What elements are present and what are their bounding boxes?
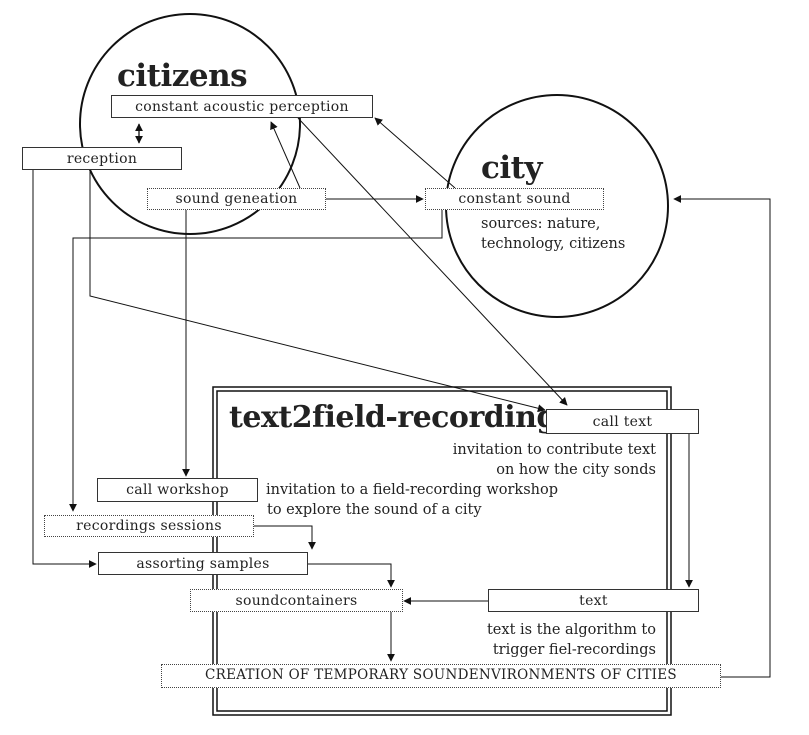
assorting-samples-box: assorting samples bbox=[98, 552, 308, 575]
project-frame-outer bbox=[212, 386, 672, 716]
city-sources-note: sources: nature, technology, citizens bbox=[481, 214, 625, 254]
generation-to-perception-arrow bbox=[270, 121, 301, 189]
creation-to-city-arrow bbox=[673, 195, 771, 678]
constant-sound-box: constant sound bbox=[425, 188, 604, 210]
text-note: text is the algorithm to trigger fiel-re… bbox=[487, 620, 656, 660]
workshop-note: invitation to a field-recording workshop… bbox=[266, 480, 558, 520]
city-title: city bbox=[481, 150, 542, 186]
call-workshop-box: call workshop bbox=[97, 478, 258, 502]
reception-to-assorting-arrow bbox=[32, 170, 97, 568]
text-box: text bbox=[488, 589, 699, 612]
soundcontainers-box: soundcontainers bbox=[190, 589, 403, 612]
call-text-note-line-2: on how the city sonds bbox=[496, 462, 656, 478]
sound-to-perception-arrow bbox=[374, 117, 456, 189]
creation-box: CREATION OF TEMPORARY SOUNDENVIRONMENTS … bbox=[161, 664, 721, 688]
workshop-note-line-2: to explore the sound of a city bbox=[267, 502, 482, 518]
recordings-sessions-box: recordings sessions bbox=[44, 515, 254, 537]
text-note-line-1: text is the algorithm to bbox=[486, 622, 656, 638]
reception-to-calltext-arrow bbox=[89, 170, 546, 413]
project-title: text2field-recordings bbox=[229, 400, 574, 435]
sound-geneation-box: sound geneation bbox=[147, 188, 326, 210]
reception-box: reception bbox=[22, 147, 182, 170]
perception-to-calltext-arrow bbox=[297, 117, 568, 406]
city-sources-line-2: technology, citizens bbox=[481, 236, 626, 252]
citizens-title: citizens bbox=[117, 58, 248, 94]
assorting-to-containers-arrow bbox=[308, 563, 395, 588]
constant-acoustic-perception-box: constant acoustic perception bbox=[111, 95, 373, 118]
sound-to-recordings-arrow bbox=[69, 210, 443, 512]
call-text-note-line-1: invitation to contribute text bbox=[452, 442, 656, 458]
citizens-circle bbox=[79, 13, 301, 235]
call-text-box: call text bbox=[546, 409, 699, 434]
project-frame-inner bbox=[216, 390, 668, 712]
workshop-note-line-1: invitation to a field-recording workshop bbox=[266, 482, 559, 498]
text-note-line-2: trigger fiel-recordings bbox=[492, 642, 656, 658]
recordings-to-assorting-arrow bbox=[254, 525, 316, 550]
call-text-note: invitation to contribute text on how the… bbox=[453, 440, 656, 480]
city-sources-line-1: sources: nature, bbox=[481, 216, 601, 232]
